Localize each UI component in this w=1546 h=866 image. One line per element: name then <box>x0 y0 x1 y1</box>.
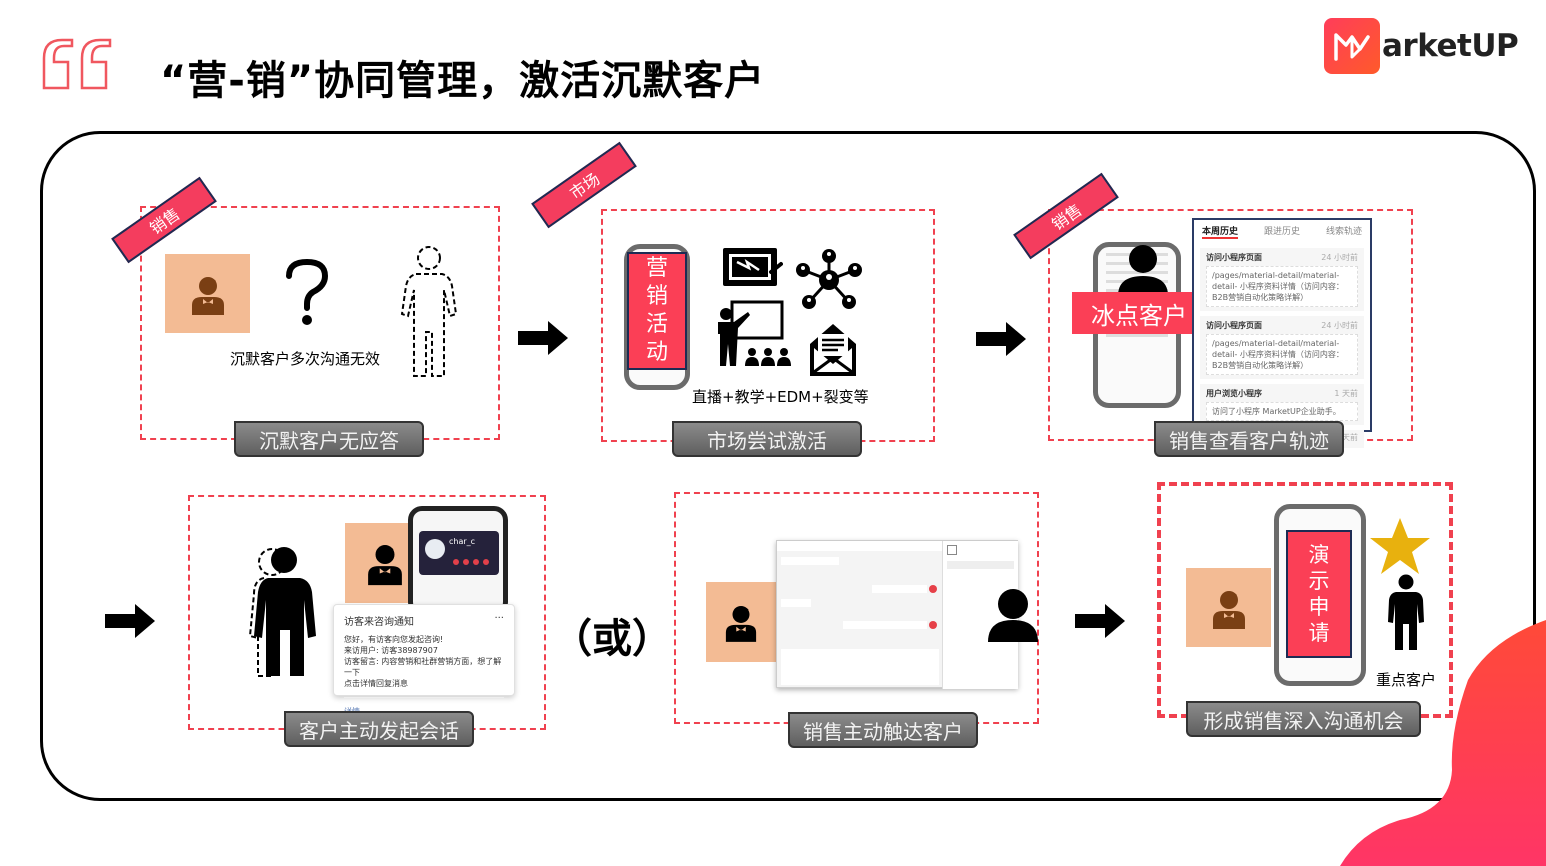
salesperson-avatar-icon <box>725 605 757 642</box>
label-char: 演 <box>1308 543 1330 567</box>
marketup-logo: arketUP <box>1324 18 1519 74</box>
track-item: 用户浏览小程序 1 天前 访问了小程序 MarketUP企业助手。 <box>1200 384 1364 425</box>
logo-mark-icon <box>1324 18 1380 74</box>
track-item-body: /pages/material-detail/material-detail- … <box>1206 266 1358 307</box>
step1-caption: 沉默客户无应答 <box>234 421 424 457</box>
chat-window <box>776 540 1018 689</box>
or-separator: （或） <box>552 616 672 662</box>
notification-line: 来访用户: 访客38987907 <box>344 646 438 655</box>
chat-input-area[interactable] <box>781 649 939 685</box>
more-icon[interactable]: ··· <box>494 613 504 624</box>
cold-customer-badge: 冰点客户 <box>1072 292 1206 334</box>
notification-line: 点击详情回复消息 <box>344 679 408 688</box>
key-customer-label: 重点客户 <box>1376 671 1437 689</box>
label-char: 请 <box>1308 621 1330 645</box>
logo-text: arketUP <box>1382 28 1519 64</box>
salesperson-avatar <box>706 582 776 662</box>
step6-caption: 形成销售深入沟通机会 <box>1186 701 1421 737</box>
track-item-time: 1 天前 <box>1334 389 1358 398</box>
track-item-time: 24 小时前 <box>1321 321 1358 330</box>
star-icon <box>1370 518 1430 574</box>
chat-message <box>781 557 839 565</box>
customer-figure-icon <box>248 547 316 677</box>
tab-this-week[interactable]: 本周历史 <box>1202 224 1239 239</box>
label-char: 示 <box>1308 569 1330 593</box>
track-item-title: 访问小程序页面 <box>1206 321 1262 330</box>
profile-photo <box>425 539 445 559</box>
track-item-body: /pages/material-detail/material-detail- … <box>1206 334 1358 375</box>
salesperson-avatar <box>165 254 250 333</box>
notification-line: 您好，有访客向您发起咨询! <box>344 635 444 644</box>
track-item-time: 24 小时前 <box>1321 253 1358 262</box>
track-item-body: 访问了小程序 MarketUP企业助手。 <box>1206 402 1358 421</box>
dashed-person-icon <box>400 246 458 377</box>
arrow-right-icon <box>105 604 155 638</box>
chat-message <box>781 599 811 607</box>
key-customer-icon <box>1388 574 1424 650</box>
demo-request-label: 演 示 申 请 <box>1286 530 1352 658</box>
chat-header <box>777 541 942 551</box>
chat-message <box>872 585 927 593</box>
profile-name: char_c <box>449 537 476 546</box>
salesperson-avatar-icon <box>368 545 402 586</box>
track-item-title: 访问小程序页面 <box>1206 253 1262 262</box>
notification-title: 访客来咨询通知 <box>344 617 414 628</box>
step2-caption: 市场尝试激活 <box>672 421 862 457</box>
marketing-activity-label: 营 销 活 动 <box>627 252 687 370</box>
teacher-icon <box>718 300 791 366</box>
notification-line: 访客留言: 内容营销和社群营销方面，想了解一下 <box>344 657 502 677</box>
profile-phone: char_c <box>408 506 508 616</box>
arrow-right-icon <box>518 321 568 355</box>
live-stream-board-icon <box>723 248 783 286</box>
customer-track-panel: 本周历史 跟进历史 线索轨迹 访问小程序页面 24 小时前 /pages/mate… <box>1192 218 1372 448</box>
page-title: “营-销”协同管理，激活沉默客户 <box>160 58 766 104</box>
track-item-title: 用户浏览小程序 <box>1206 389 1262 398</box>
question-mark-icon <box>286 258 329 325</box>
chat-avatar <box>929 621 937 629</box>
tab-lead-track[interactable]: 线索轨迹 <box>1325 227 1362 237</box>
track-item-time: 1 天前 <box>1334 433 1358 442</box>
step5-caption: 销售主动触达客户 <box>788 712 978 748</box>
profile-action-dots <box>453 559 489 565</box>
label-char: 动 <box>645 340 668 365</box>
salesperson-avatar-icon <box>1212 590 1245 629</box>
chat-avatar <box>929 585 937 593</box>
email-icon <box>810 324 856 376</box>
arrow-right-icon <box>1075 604 1125 638</box>
sales-silhouette-icon <box>988 589 1038 642</box>
profile-card: char_c <box>419 531 499 575</box>
visitor-notification-card[interactable]: 访客来咨询通知 ··· 您好，有访客向您发起咨询! 来访用户: 访客3898790… <box>333 604 515 716</box>
quote-mark-icon <box>42 38 112 90</box>
main-frame <box>40 131 1536 801</box>
label-char: 活 <box>645 312 668 337</box>
track-item: 访问小程序页面 24 小时前 /pages/material-detail/mat… <box>1200 316 1364 379</box>
step3-caption: 销售查看客户轨迹 <box>1154 421 1344 457</box>
label-char: 销 <box>645 284 668 309</box>
network-icon <box>796 249 862 309</box>
step4-caption: 客户主动发起会话 <box>284 711 474 747</box>
label-char: 申 <box>1308 595 1330 619</box>
step1-note: 沉默客户多次沟通无效 <box>230 350 381 368</box>
chat-message <box>843 621 927 629</box>
label-char: 营 <box>645 256 668 281</box>
corner-decoration <box>1340 620 1546 866</box>
track-tabs: 本周历史 跟进历史 线索轨迹 <box>1194 220 1370 243</box>
salesperson-avatar <box>1186 568 1271 647</box>
tab-followup[interactable]: 跟进历史 <box>1263 227 1300 237</box>
step2-note: 直播+教学+EDM+裂变等 <box>692 388 869 406</box>
track-item: 访问小程序页面 24 小时前 /pages/material-detail/mat… <box>1200 248 1364 311</box>
salesperson-avatar-icon <box>191 276 224 315</box>
arrow-right-icon <box>976 322 1026 356</box>
customer-silhouette-icon <box>1118 245 1168 296</box>
